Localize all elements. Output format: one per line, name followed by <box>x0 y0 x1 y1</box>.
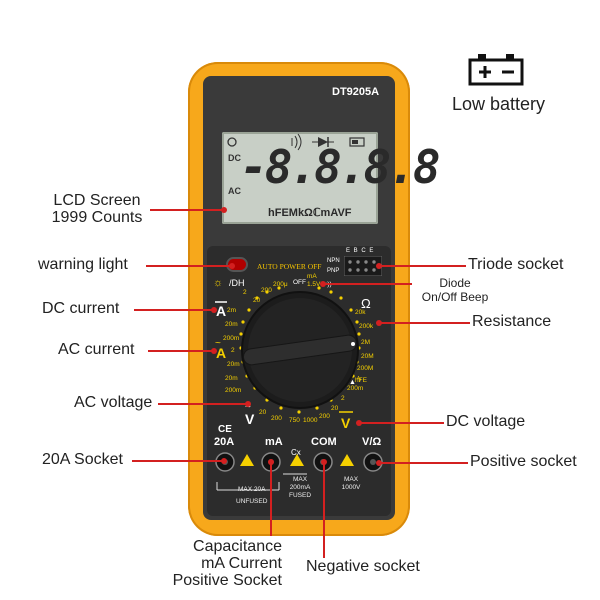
lcd-ac-indicator: AC <box>228 186 241 196</box>
auto-power-off-label: AUTO POWER OFF <box>257 262 322 271</box>
max1000v-label: MAX 1000V <box>341 476 361 491</box>
svg-text:2: 2 <box>341 395 345 402</box>
resistance-callout: Resistance <box>472 313 552 330</box>
svg-text:20M: 20M <box>361 353 374 360</box>
dc-current-callout: DC current <box>42 300 120 317</box>
svg-text:ϟ: ϟ <box>357 375 362 384</box>
svg-text:200μ: 200μ <box>273 281 288 288</box>
svg-text:20: 20 <box>259 409 267 416</box>
svg-text:mA: mA <box>307 273 317 280</box>
ac-current-callout: AC current <box>58 341 135 358</box>
pnp-label: PNP <box>327 268 340 274</box>
port-label-ma: mA <box>265 436 283 448</box>
model-label: DT9205A <box>332 86 380 98</box>
svg-text:200M: 200M <box>357 365 373 372</box>
svg-text:V: V <box>341 415 351 428</box>
svg-text:V: V <box>245 411 255 427</box>
svg-text:200k: 200k <box>359 323 374 330</box>
lcd-indicators <box>227 133 365 151</box>
unfused-label: UNFUSED <box>236 498 268 505</box>
port-label-com: COM <box>311 436 337 448</box>
svg-text:1000: 1000 <box>303 417 318 424</box>
low-battery-icon <box>468 54 524 86</box>
svg-text:20: 20 <box>331 405 339 412</box>
a20-socket-callout: 20A Socket <box>42 451 123 468</box>
svg-text:☼: ☼ <box>213 277 223 289</box>
socket-pins-label: E B C E <box>346 248 375 254</box>
port-label-v: V/Ω <box>362 436 382 448</box>
positive-socket-callout: Positive socket <box>470 453 577 470</box>
low-battery-label: Low battery <box>452 94 546 114</box>
max20a-label: MAX 20A <box>238 486 266 493</box>
svg-text:750: 750 <box>289 417 300 424</box>
warning-light <box>228 259 246 270</box>
svg-text:2: 2 <box>231 347 235 354</box>
ce-mark: CE <box>218 424 232 435</box>
svg-text:1.5V: 1.5V <box>307 281 321 288</box>
port-label-20a: 20A <box>214 436 235 448</box>
svg-text:200m: 200m <box>225 387 241 394</box>
dial-dh-label: /DH <box>229 278 245 288</box>
rotary-dial-area: ☼ A A ~ V ~ V Ω 2 20 200 200μ 2m 20m 200… <box>213 273 374 428</box>
svg-text:▲: ▲ <box>349 379 356 386</box>
svg-text:20k: 20k <box>355 309 366 316</box>
lcd-digits: -8.8.8.8 <box>240 140 441 194</box>
warning-triangle-icon <box>240 454 354 466</box>
svg-text:2M: 2M <box>361 339 370 346</box>
lcd-callout-line <box>150 209 224 211</box>
lcd-dc-indicator: DC <box>228 153 241 163</box>
triode-socket-callout: Triode socket <box>468 256 564 273</box>
svg-text:hFE: hFE <box>355 377 368 384</box>
port-v-socket[interactable] <box>363 452 383 472</box>
negative-socket-callout: Negative socket <box>306 558 420 575</box>
svg-text:A: A <box>216 303 226 319</box>
npn-label: NPN <box>327 258 340 264</box>
lcd-units: hFEMkΩℂmAVF <box>268 207 352 219</box>
svg-text:20m: 20m <box>227 361 240 368</box>
svg-text:~: ~ <box>215 338 221 349</box>
dial-off-label: OFF <box>293 279 306 286</box>
warning-light-callout: warning light <box>38 256 128 273</box>
dc-voltage-callout: DC voltage <box>446 413 526 430</box>
triode-socket[interactable] <box>344 256 382 276</box>
ac-voltage-callout: AC voltage <box>74 394 153 411</box>
max200ma-label: MAX 200mA FUSED <box>288 476 312 499</box>
svg-text:200: 200 <box>319 413 330 420</box>
svg-text:20m: 20m <box>225 321 238 328</box>
svg-text:200: 200 <box>271 415 282 422</box>
svg-text:20m: 20m <box>225 375 238 382</box>
dial-label: 2 <box>243 289 247 296</box>
svg-text:20: 20 <box>253 297 261 304</box>
svg-text:Ω: Ω <box>361 296 371 311</box>
svg-text:200m: 200m <box>347 385 363 392</box>
svg-text:2m: 2m <box>227 307 236 314</box>
svg-text:~: ~ <box>245 402 251 413</box>
svg-text:200: 200 <box>261 287 272 294</box>
svg-text:200m: 200m <box>223 335 239 342</box>
port-label-cx: Cx <box>291 448 301 457</box>
svg-text:A: A <box>216 345 226 361</box>
